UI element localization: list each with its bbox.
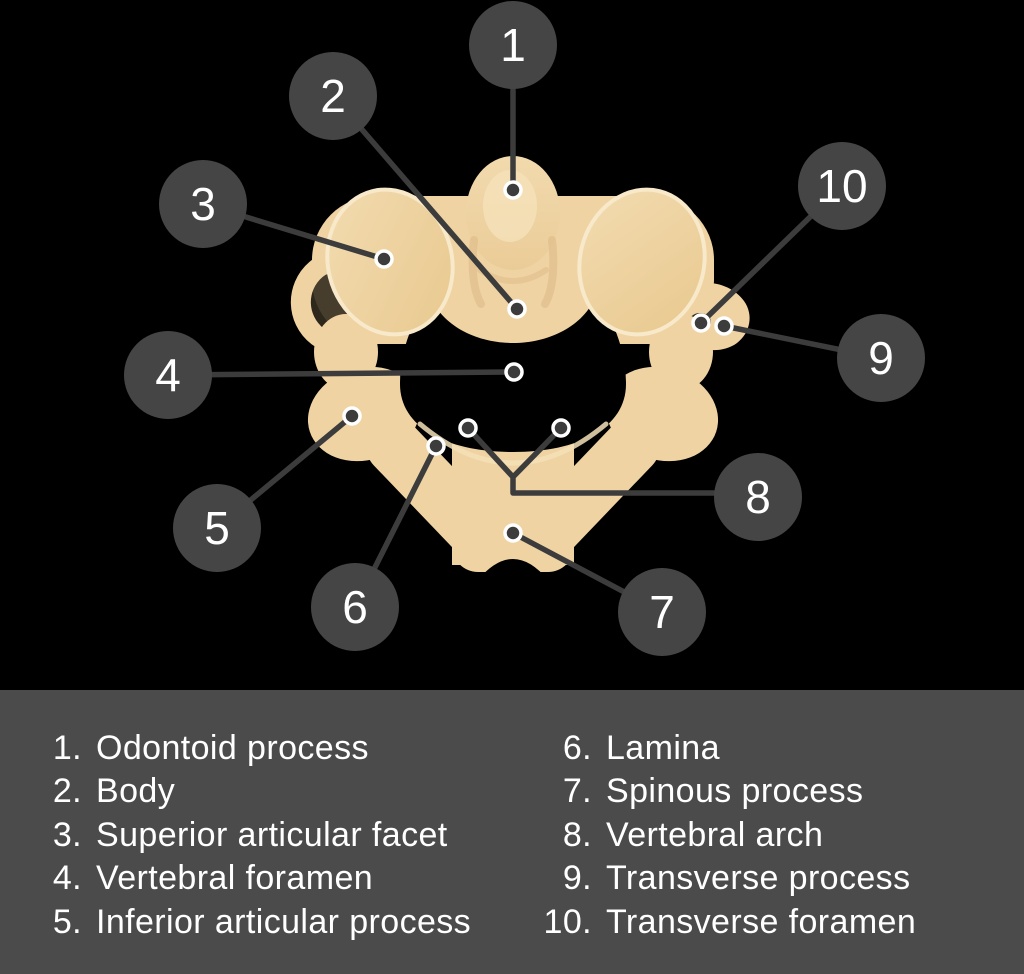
legend-item-6: 6. Lamina (540, 727, 916, 770)
marker-10: 10 (798, 142, 886, 230)
pointer-dot-2 (507, 299, 527, 319)
legend-item-8: 8. Vertebral arch (540, 814, 916, 857)
marker-circle-3 (159, 160, 247, 248)
pointer-dot-8b (551, 418, 571, 438)
body-crease-right (541, 236, 558, 308)
legend-label: Transverse foramen (606, 902, 917, 941)
legend-label: Inferior articular process (96, 902, 472, 941)
pointer-dot-8a (458, 418, 478, 438)
legend-label: Body (96, 772, 176, 811)
legend-column-right: 6. Lamina 7. Spinous process 8. Vertebra… (540, 727, 916, 944)
marker-3: 3 (159, 160, 247, 248)
marker-number-4: 4 (155, 349, 181, 401)
body-crease-left (468, 236, 485, 308)
legend-item-3: 3. Superior articular facet (30, 814, 471, 857)
legend-item-1: 1. Odontoid process (30, 727, 471, 770)
marker-number-10: 10 (816, 160, 867, 212)
legend-number: 3. (52, 815, 82, 854)
marker-circle-7 (618, 568, 706, 656)
legend-column-left: 1. Odontoid process 2. Body 3. Superior … (30, 727, 471, 944)
legend-item-10: 10. Transverse foramen (540, 901, 916, 944)
marker-circle-10 (798, 142, 886, 230)
marker-circle-4 (124, 331, 212, 419)
legend-number: 10. (543, 902, 592, 941)
marker-circle-9 (837, 314, 925, 402)
pointer-dot-10 (691, 313, 711, 333)
legend-number: 2. (52, 772, 82, 811)
pointer-dot-3 (374, 249, 394, 269)
legend-label: Vertebral foramen (96, 859, 374, 898)
legend-label: Spinous process (606, 772, 864, 811)
legend-label: Lamina (606, 729, 720, 767)
legend-item-7: 7. Spinous process (540, 770, 916, 813)
odontoid-highlight (483, 170, 537, 242)
legend-label: Odontoid process (96, 729, 369, 767)
marker-number-1: 1 (500, 19, 526, 71)
legend-item-5: 5. Inferior articular process (30, 901, 471, 944)
legend-panel: 1. Odontoid process 2. Body 3. Superior … (0, 690, 1024, 974)
marker-8: 8 (714, 453, 802, 541)
leader-line-8 (465, 425, 761, 496)
legend-label: Vertebral arch (606, 815, 824, 854)
marker-2: 2 (289, 52, 377, 140)
pointer-dot-4 (504, 362, 524, 382)
marker-circle-2 (289, 52, 377, 140)
pointer-dot-7 (503, 523, 523, 543)
legend-number: 9. (562, 859, 592, 898)
marker-4: 4 (124, 331, 212, 419)
legend-item-9: 9. Transverse process (540, 857, 916, 900)
legend-number: 1. (52, 729, 82, 767)
marker-circle-8 (714, 453, 802, 541)
legend-number: 8. (562, 815, 592, 854)
pointer-dots (342, 180, 734, 543)
superior-articular-facet-right (577, 187, 707, 337)
pointer-dot-6 (426, 436, 446, 456)
pointer-dot-1 (503, 180, 523, 200)
marker-circles: 1 2 3 4 5 6 7 (124, 1, 925, 656)
legend-label: Superior articular facet (96, 815, 448, 854)
legend-item-2: 2. Body (30, 770, 471, 813)
leader-line-4 (165, 369, 517, 378)
legend-number: 4. (52, 859, 82, 898)
marker-9: 9 (837, 314, 925, 402)
marker-number-9: 9 (868, 332, 894, 384)
marker-1: 1 (469, 1, 557, 89)
marker-circle-1 (469, 1, 557, 89)
marker-6: 6 (311, 563, 399, 651)
marker-number-6: 6 (342, 581, 368, 633)
pointer-dot-9 (714, 316, 734, 336)
legend-number: 5. (52, 902, 82, 941)
legend-number: 6. (562, 729, 592, 767)
marker-7: 7 (618, 568, 706, 656)
legend-number: 7. (562, 772, 592, 811)
spinous-bifid-notch (478, 559, 548, 594)
legend-label: Transverse process (606, 859, 911, 898)
marker-5: 5 (173, 484, 261, 572)
leader-line-2 (330, 93, 520, 312)
marker-circle-6 (311, 563, 399, 651)
legend-item-4: 4. Vertebral foramen (30, 857, 471, 900)
marker-circle-5 (173, 484, 261, 572)
axis-vertebra-diagram: 1 2 3 4 5 6 7 (124, 1, 925, 656)
marker-number-7: 7 (649, 586, 675, 638)
marker-number-8: 8 (745, 471, 771, 523)
marker-number-2: 2 (320, 70, 346, 122)
marker-number-3: 3 (190, 178, 216, 230)
pointer-dot-5 (342, 406, 362, 426)
marker-number-5: 5 (204, 502, 230, 554)
